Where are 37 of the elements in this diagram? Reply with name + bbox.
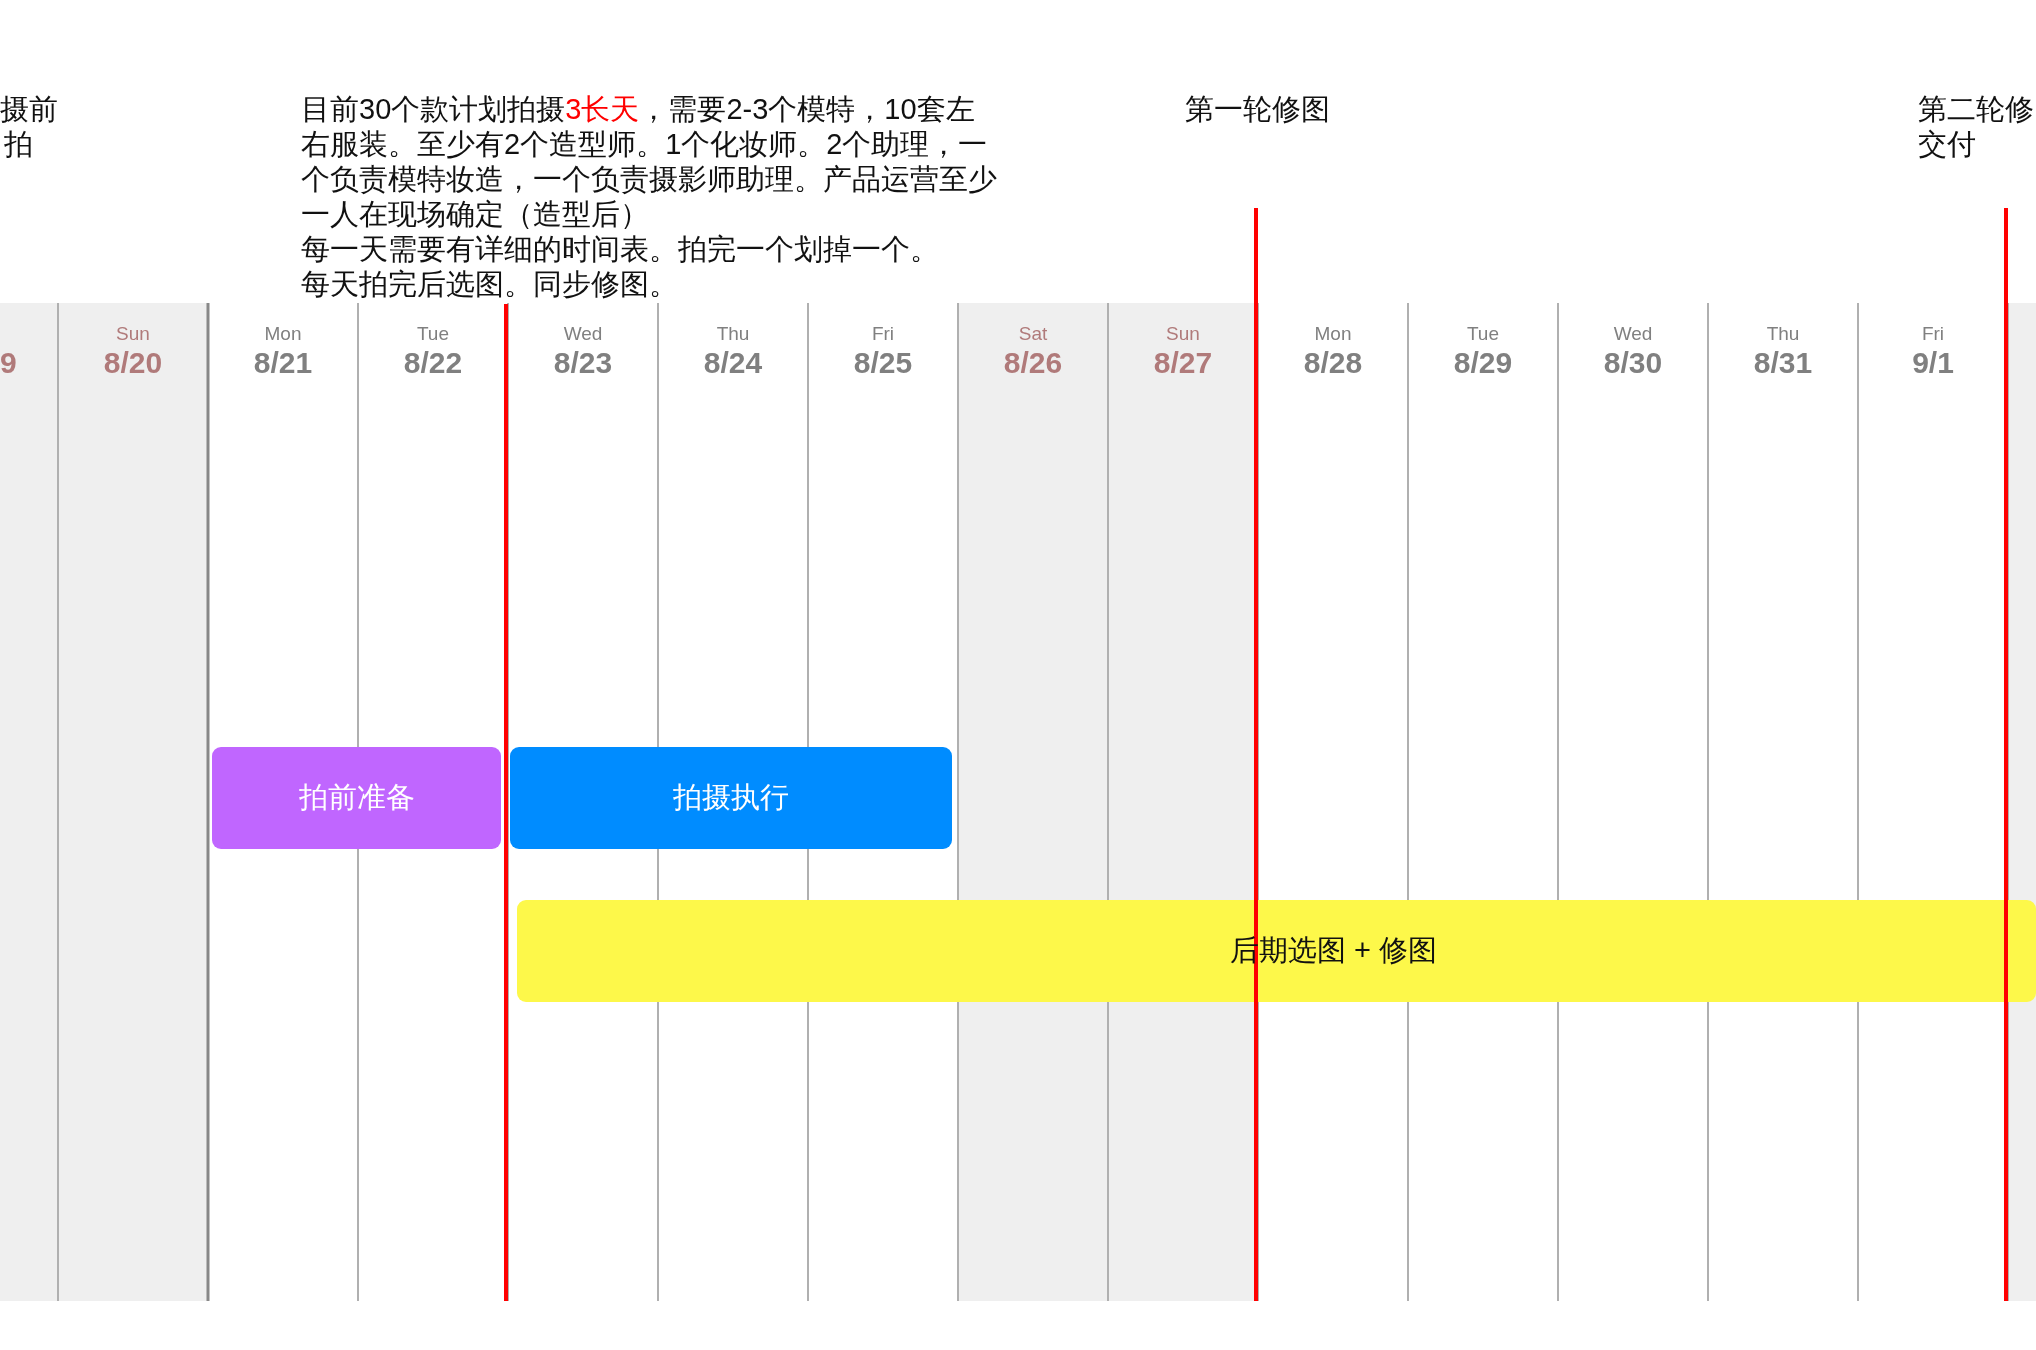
weekday-label: Sun bbox=[115, 323, 151, 345]
date-label: 8/20 bbox=[102, 346, 164, 380]
date-label: 8/22 bbox=[402, 346, 464, 380]
note-text: 每一天需要有详细的时间表。拍完一个划掉一个。 bbox=[301, 232, 939, 267]
note-text: 每天拍完后选图。同步修图。 bbox=[301, 267, 678, 302]
note-text: 拍 bbox=[4, 127, 33, 162]
milestone-label: 第二轮修 bbox=[1918, 92, 2034, 127]
date-label: 9/1 bbox=[1911, 346, 1955, 380]
date-label: 8/27 bbox=[1152, 346, 1214, 380]
weekday-label: Thu bbox=[1765, 323, 1801, 345]
date-label: 8/31 bbox=[1752, 346, 1814, 380]
date-label: 8/21 bbox=[252, 346, 314, 380]
weekday-label: Wed bbox=[562, 323, 604, 345]
weekday-label: Fri bbox=[870, 323, 896, 345]
date-label: 8/30 bbox=[1602, 346, 1664, 380]
milestone-label: 第一轮修图 bbox=[1185, 92, 1330, 127]
weekday-label: Tue bbox=[1465, 323, 1500, 345]
date-label: 8/29 bbox=[1452, 346, 1514, 380]
weekday-label: Fri bbox=[1920, 323, 1946, 345]
weekday-label: Sat bbox=[1017, 323, 1049, 345]
weekday-label: Tue bbox=[415, 323, 450, 345]
task-bar: 拍前准备 bbox=[212, 747, 501, 849]
task-bar: 拍摄执行 bbox=[510, 747, 952, 849]
weekday-label: Thu bbox=[715, 323, 751, 345]
note-text: 目前30个款计划拍摄3长天，需要2-3个模特，10套左右服装。至少有2个造型师。1个化妆师。2个助理，一个负责模特妆造，一个负责摄影师助理。产品运营至少一人在现场确定（造型后） bbox=[301, 92, 998, 232]
date-label: 9 bbox=[0, 346, 17, 380]
weekday-label: Mon bbox=[1313, 323, 1353, 345]
date-label: 8/24 bbox=[702, 346, 764, 380]
date-label: 8/23 bbox=[552, 346, 614, 380]
weekday-label: Sun bbox=[1165, 323, 1201, 345]
note-text: 摄前 bbox=[0, 92, 58, 127]
weekday-label: Mon bbox=[263, 323, 303, 345]
milestone-label: 交付 bbox=[1918, 127, 1976, 162]
date-label: 8/26 bbox=[1002, 346, 1064, 380]
weekday-label: Wed bbox=[1612, 323, 1654, 345]
date-label: 8/25 bbox=[852, 346, 914, 380]
date-label: 8/28 bbox=[1302, 346, 1364, 380]
